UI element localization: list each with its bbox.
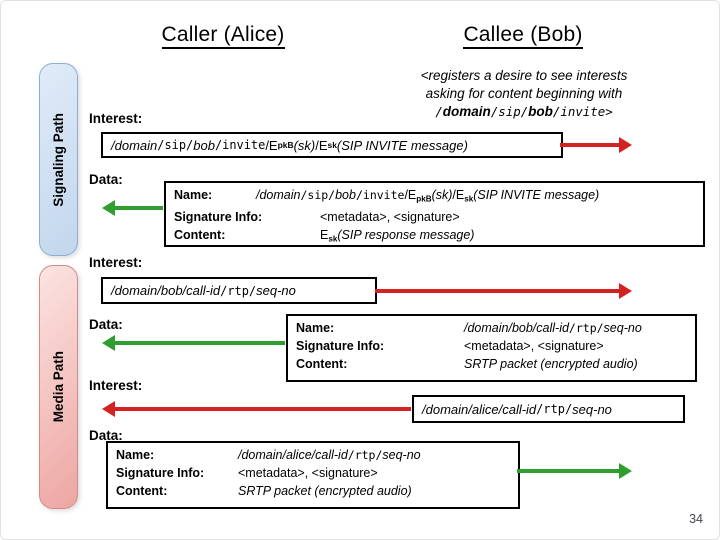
alice-rtp-data-box: Name: /domain/alice/call-id/rtp/seq-no S… xyxy=(106,441,520,509)
data-row-name: Name: /domain/bob/call-id/rtp/seq-no xyxy=(296,319,687,337)
signature-info-value: <metadata>, <signature> xyxy=(464,339,604,353)
signature-info-label: Signature Info: xyxy=(296,339,385,353)
data-row-content: Content: Esk(SIP response message) xyxy=(174,226,695,248)
sip-invite-interest-arrow xyxy=(560,137,632,153)
data-row-signature: Signature Info: <metadata>, <signature> xyxy=(174,208,695,226)
signature-info-value: <metadata>, <signature> xyxy=(238,466,378,480)
bob-rtp-data-box: Name: /domain/bob/call-id/rtp/seq-no Sig… xyxy=(286,314,697,382)
data-row-signature: Signature Info: <metadata>, <signature> xyxy=(116,464,510,482)
bob-rtp-interest-box: /domain/bob/call-id/rtp/seq-no xyxy=(101,277,377,304)
name-label: Name: xyxy=(116,448,155,462)
callee-title: Callee (Bob) xyxy=(439,23,607,49)
name-value: /domain/bob/call-id/rtp/seq-no xyxy=(464,321,642,335)
data-row-content: Content: SRTP packet (encrypted audio) xyxy=(296,355,687,373)
name-value: /domain/sip/bob/invite/EpkB(sk)/Esk(SIP … xyxy=(256,188,600,204)
interest-label-2: Interest: xyxy=(89,255,143,270)
signature-info-value: <metadata>, <signature> xyxy=(320,210,460,225)
registration-note-line3: /domain/sip/bob/invite> xyxy=(435,104,613,119)
name-value: /domain/alice/call-id/rtp/seq-no xyxy=(238,448,421,462)
content-value: SRTP packet (encrypted audio) xyxy=(238,484,412,498)
media-path-badge: Media Path xyxy=(39,265,78,509)
signature-info-label: Signature Info: xyxy=(116,466,205,480)
data-row-content: Content: SRTP packet (encrypted audio) xyxy=(116,482,510,500)
name-label: Name: xyxy=(174,188,213,202)
data-row-signature: Signature Info: <metadata>, <signature> xyxy=(296,337,687,355)
signaling-path-badge: Signaling Path xyxy=(39,63,78,256)
name-label: Name: xyxy=(296,321,335,335)
alice-rtp-interest-box: /domain/alice/call-id/rtp/seq-no xyxy=(412,395,685,423)
content-label: Content: xyxy=(174,228,226,243)
interest-label-1: Interest: xyxy=(89,111,143,126)
signature-info-label: Signature Info: xyxy=(174,210,263,225)
data-label-1: Data: xyxy=(89,172,123,187)
media-path-label: Media Path xyxy=(51,351,66,423)
content-value: Esk(SIP response message) xyxy=(320,228,475,244)
bob-rtp-data-arrow xyxy=(102,335,285,351)
registration-note: <registers a desire to see interests ask… xyxy=(373,67,675,121)
caller-title: Caller (Alice) xyxy=(133,23,313,49)
data-label-3: Data: xyxy=(89,428,123,443)
page-number: 34 xyxy=(689,512,703,526)
sip-invite-data-box: Name: /domain/sip/bob/invite/EpkB(sk)/Es… xyxy=(164,181,705,247)
registration-note-line2: asking for content beginning with xyxy=(425,86,623,101)
data-row-name: Name: /domain/sip/bob/invite/EpkB(sk)/Es… xyxy=(174,186,695,208)
bob-rtp-interest-arrow xyxy=(375,283,632,299)
signaling-path-label: Signaling Path xyxy=(51,112,66,207)
content-label: Content: xyxy=(296,357,348,371)
content-label: Content: xyxy=(116,484,168,498)
alice-rtp-interest-arrow xyxy=(102,401,411,417)
sip-response-data-arrow xyxy=(102,200,163,216)
registration-note-line1: <registers a desire to see interests xyxy=(420,68,628,83)
data-row-name: Name: /domain/alice/call-id/rtp/seq-no xyxy=(116,446,510,464)
alice-rtp-data-arrow xyxy=(517,463,632,479)
data-label-2: Data: xyxy=(89,317,123,332)
interest-label-3: Interest: xyxy=(89,378,143,393)
content-value: SRTP packet (encrypted audio) xyxy=(464,357,638,371)
